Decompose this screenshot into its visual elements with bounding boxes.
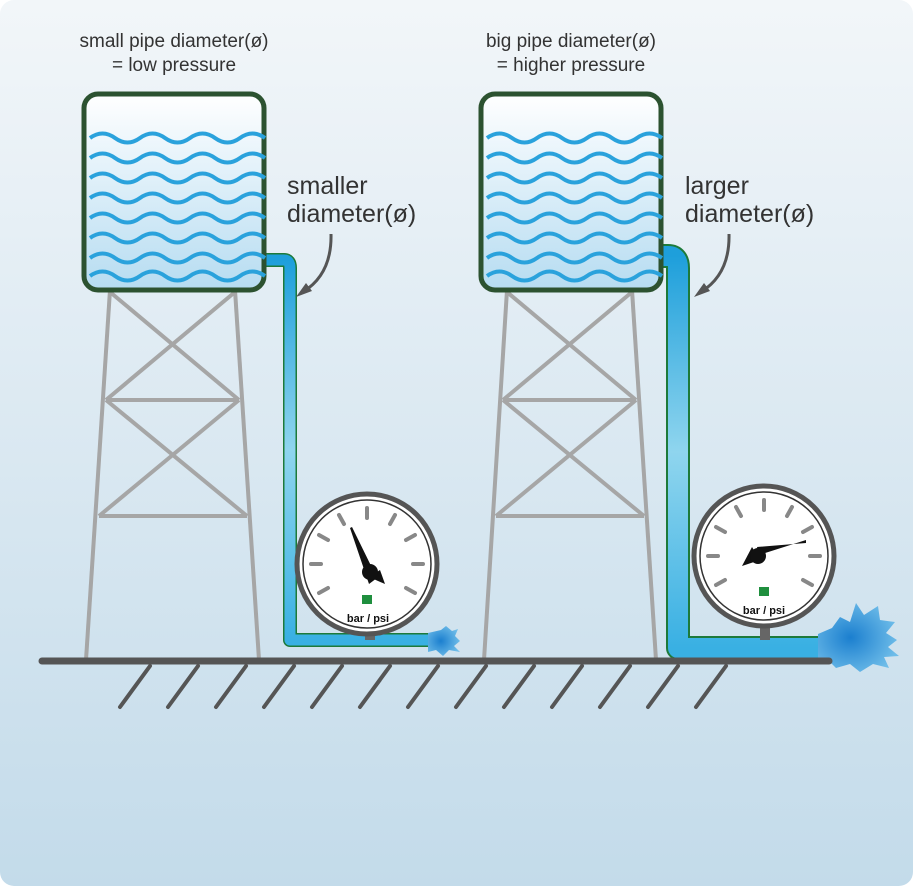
right-caption-line2: = higher pressure bbox=[497, 55, 645, 76]
right-label-line1: larger bbox=[685, 172, 749, 200]
left-gauge-indicator bbox=[362, 595, 372, 604]
left-caption-line2: = low pressure bbox=[112, 55, 236, 76]
left-gauge-unit: bar / psi bbox=[347, 613, 389, 625]
right-gauge-indicator bbox=[759, 587, 769, 596]
right-pipe bbox=[656, 244, 825, 660]
left-tank-waves bbox=[88, 131, 267, 283]
right-water-splash bbox=[818, 603, 899, 672]
right-tower-frame bbox=[482, 289, 658, 661]
left-label-line1: smaller bbox=[287, 172, 368, 200]
left-tank bbox=[81, 91, 267, 293]
left-label-line2: diameter(ø) bbox=[287, 200, 416, 228]
left-pipe bbox=[262, 253, 440, 647]
left-gauge: bar / psi bbox=[294, 491, 440, 640]
right-caption-line1: big pipe diameter(ø) bbox=[486, 31, 656, 52]
left-arrow-icon bbox=[296, 233, 333, 297]
right-gauge-needle bbox=[757, 540, 806, 555]
right-label-line2: diameter(ø) bbox=[685, 200, 814, 228]
left-water-splash bbox=[428, 626, 460, 656]
left-caption-line1: small pipe diameter(ø) bbox=[80, 31, 269, 52]
ground bbox=[38, 657, 833, 709]
right-tank bbox=[478, 91, 664, 293]
right-gauge-ticks bbox=[706, 498, 822, 587]
left-tower-frame bbox=[84, 289, 261, 661]
right-gauge-unit: bar / psi bbox=[743, 605, 785, 617]
left-gauge-ticks bbox=[309, 506, 425, 595]
right-arrow-icon bbox=[694, 233, 731, 297]
right-tank-waves bbox=[485, 131, 664, 283]
right-gauge: bar / psi bbox=[691, 483, 837, 640]
